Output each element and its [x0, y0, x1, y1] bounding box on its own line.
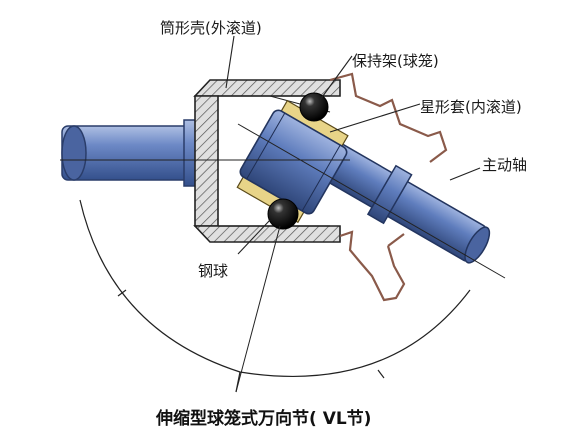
label-drive-shaft: 主动轴 — [482, 156, 527, 174]
steel-ball-icon — [267, 92, 329, 230]
inner-race-star-sleeve — [239, 109, 348, 215]
shaft-extension-line — [235, 225, 281, 393]
leader-lines — [225, 35, 481, 255]
diagram-caption: 伸缩型球笼式万向节( VL节) — [155, 408, 371, 429]
outer-race-housing — [193, 79, 341, 243]
arc-tick-1 — [117, 289, 127, 297]
label-steel-ball: 钢球 — [198, 262, 228, 280]
drive-shaft — [294, 128, 491, 264]
label-cage: 保持架(球笼) — [352, 52, 439, 70]
center-axis-angled — [237, 123, 506, 279]
label-inner-race: 星形套(内滚道) — [420, 98, 522, 116]
arc-tick-2 — [377, 369, 385, 379]
input-shaft — [61, 119, 205, 187]
label-outer-race: 筒形壳(外滚道) — [160, 19, 262, 37]
